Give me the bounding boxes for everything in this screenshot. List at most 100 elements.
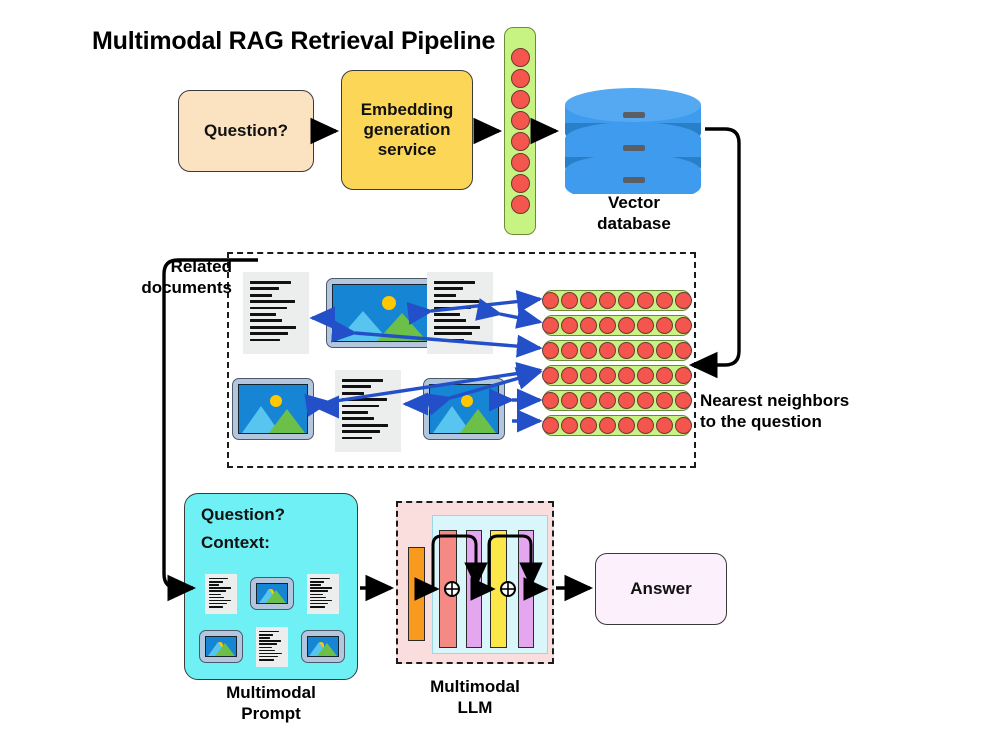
prompt-image-item xyxy=(199,630,244,663)
vector-dot xyxy=(510,111,530,130)
multimodal-prompt-label-line-1: Multimodal xyxy=(226,683,316,702)
multimodal-llm-label-line-2: LLM xyxy=(457,698,493,718)
vector-dot xyxy=(637,292,654,309)
node-embedding-service: Embedding generation service xyxy=(341,70,473,190)
vector-dot xyxy=(637,317,654,334)
neighbor-vector-row xyxy=(542,290,692,311)
node-embedding-service-line-1: Embedding xyxy=(360,99,454,119)
vector-dot xyxy=(510,69,530,88)
multimodal-llm-label-line-1: Multimodal xyxy=(430,677,520,696)
page-title: Multimodal RAG Retrieval Pipeline xyxy=(92,27,496,55)
retrieved-image-2 xyxy=(232,378,314,440)
node-answer-label: Answer xyxy=(630,578,692,598)
multimodal-llm-label: Multimodal LLM xyxy=(400,676,550,719)
llm-layer-bar xyxy=(466,530,482,648)
node-answer: Answer xyxy=(595,553,727,625)
vector-dot xyxy=(675,367,692,384)
query-embedding-vector xyxy=(504,27,536,235)
vector-dot xyxy=(675,317,692,334)
vector-dot xyxy=(510,195,530,214)
vector-dot xyxy=(510,153,530,172)
document-icon xyxy=(205,573,238,614)
vector-dot xyxy=(656,417,673,434)
multimodal-llm-box xyxy=(396,501,554,664)
vector-dot xyxy=(580,417,597,434)
vector-dot xyxy=(561,292,578,309)
image-icon xyxy=(232,378,314,440)
vector-database-icon xyxy=(561,79,705,203)
vector-dot xyxy=(510,132,530,151)
neighbor-vector-row xyxy=(542,390,692,411)
node-embedding-service-line-3: service xyxy=(377,140,437,160)
vector-dot xyxy=(599,342,616,359)
vector-dot xyxy=(580,317,597,334)
prompt-image-item xyxy=(249,577,294,610)
vector-dot xyxy=(656,342,673,359)
image-icon xyxy=(199,630,244,663)
node-embedding-service-line-2: generation xyxy=(363,119,451,139)
neighbor-vector-row xyxy=(542,315,692,336)
vector-dot xyxy=(675,417,692,434)
llm-layer-bar xyxy=(439,530,457,648)
vector-dot xyxy=(675,292,692,309)
image-icon xyxy=(300,630,345,663)
vector-dot xyxy=(656,317,673,334)
vector-dot xyxy=(637,392,654,409)
prompt-context-items xyxy=(197,568,347,672)
image-icon xyxy=(423,378,505,440)
node-question: Question? xyxy=(178,90,314,172)
vector-dot xyxy=(542,342,559,359)
vector-dot xyxy=(675,342,692,359)
vector-dot xyxy=(599,367,616,384)
retrieved-image-3 xyxy=(423,378,505,440)
vector-dot xyxy=(561,342,578,359)
nearest-neighbors-label-line-2: to the question xyxy=(700,412,822,432)
vector-database-label: Vector database xyxy=(575,192,693,235)
retrieved-image-1 xyxy=(326,278,436,348)
node-question-label: Question? xyxy=(203,120,289,140)
vector-dot xyxy=(675,392,692,409)
vector-dot xyxy=(618,417,635,434)
vector-dot xyxy=(561,392,578,409)
vector-dot xyxy=(510,90,530,109)
document-icon xyxy=(335,370,401,452)
vector-dot xyxy=(510,48,530,67)
vector-dot xyxy=(599,417,616,434)
prompt-question-label: Question? xyxy=(201,505,286,524)
vector-dot xyxy=(618,317,635,334)
vector-dot xyxy=(599,392,616,409)
nearest-neighbors-label-line-1: Nearest neighbors xyxy=(700,391,850,410)
vector-dot xyxy=(618,392,635,409)
vector-dot xyxy=(561,317,578,334)
vector-dot xyxy=(599,292,616,309)
llm-layer-bar xyxy=(490,530,507,648)
multimodal-prompt-label-line-2: Prompt xyxy=(241,704,301,724)
prompt-context-label: Context: xyxy=(201,533,270,552)
vector-dot xyxy=(637,367,654,384)
nearest-neighbors-label: Nearest neighbors to the question xyxy=(700,390,900,433)
vector-dot xyxy=(656,292,673,309)
llm-input-bar xyxy=(408,547,425,641)
document-icon xyxy=(427,272,493,354)
image-icon xyxy=(249,577,294,610)
vector-database-label-line-2: database xyxy=(597,214,671,234)
retrieved-document-3 xyxy=(335,370,401,452)
document-icon xyxy=(255,626,288,667)
vector-dot xyxy=(580,342,597,359)
related-documents-label: Related documents xyxy=(126,256,232,299)
vector-dot xyxy=(542,367,559,384)
vector-dot xyxy=(561,367,578,384)
vector-dot xyxy=(618,367,635,384)
vector-dot xyxy=(580,392,597,409)
vector-dot xyxy=(656,392,673,409)
document-icon xyxy=(306,573,339,614)
multimodal-prompt-label: Multimodal Prompt xyxy=(190,682,352,725)
vector-database-label-line-1: Vector xyxy=(608,193,660,212)
prompt-document-item xyxy=(205,573,238,614)
vector-dot xyxy=(542,417,559,434)
vector-dot xyxy=(618,342,635,359)
llm-layer-bar xyxy=(518,530,534,648)
vector-dot xyxy=(599,317,616,334)
multimodal-prompt-box: Question? Context: xyxy=(184,493,358,680)
vector-dot xyxy=(580,367,597,384)
